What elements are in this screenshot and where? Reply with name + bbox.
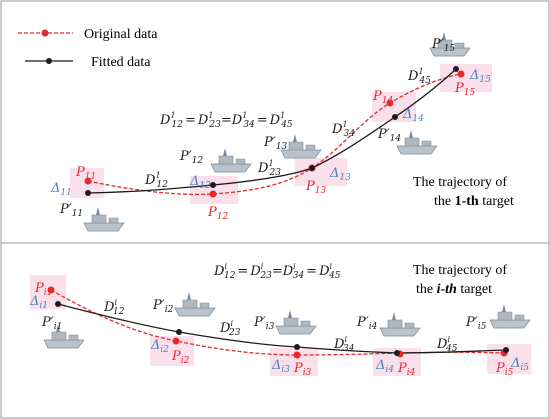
- highlight-patch: [150, 336, 194, 366]
- label-pi4-prime: P′i4: [356, 315, 378, 332]
- ship-icon: [489, 304, 531, 329]
- fitted-point-p13: [309, 165, 315, 171]
- top-highlights: [70, 64, 492, 204]
- bottom-fitted-points: [55, 301, 509, 356]
- fitted-point-p12: [210, 182, 216, 188]
- ship-icon: [379, 312, 421, 337]
- ship-icon: [174, 292, 216, 317]
- top-caption-line2: the 1-th target: [434, 194, 514, 209]
- top-fitted-curve: [87, 68, 457, 194]
- label-p13: P13: [305, 179, 326, 196]
- legend: Original data Fitted data: [18, 27, 158, 70]
- highlight-patch: [190, 176, 238, 204]
- label-pi2: Pi2: [171, 349, 190, 366]
- ship-icon: [83, 207, 125, 232]
- label-delta-i3: Δi3: [271, 358, 290, 375]
- label-p12-prime: P′12: [179, 149, 203, 166]
- label-delta-i5: Δi5: [510, 356, 529, 373]
- legend-original-label: Original data: [84, 27, 158, 42]
- label-pi4: Pi4: [397, 361, 416, 378]
- fitted-point-pi3: [294, 344, 300, 350]
- highlight-patch: [487, 344, 531, 374]
- original-point-p11: [84, 177, 92, 185]
- label-p13-prime: P′13: [263, 135, 287, 152]
- fitted-point-pi2: [176, 329, 182, 335]
- top-fitted-points: [85, 66, 459, 196]
- label-delta-11: Δ11: [50, 181, 72, 198]
- original-point-pi3: [293, 351, 301, 359]
- original-point-p14: [386, 99, 394, 107]
- top-original-points: [84, 70, 465, 198]
- highlight-patch: [270, 348, 318, 376]
- label-p11: P11: [75, 165, 96, 182]
- label-p14: P14: [372, 89, 393, 106]
- label-p14-prime: P′14: [377, 127, 401, 144]
- label-p11-prime: P′11: [59, 202, 83, 219]
- ship-icon: [280, 134, 322, 159]
- top-original-curve: [87, 73, 462, 196]
- fitted-point-p11: [85, 190, 91, 196]
- bottom-caption-line2: the i-th target: [416, 282, 492, 297]
- legend-original-marker: [41, 29, 49, 37]
- label-pi1-prime: P′i1: [41, 315, 62, 332]
- label-p12: P12: [207, 205, 228, 222]
- fitted-point-p15: [453, 66, 459, 72]
- label-delta-12: Δ12: [189, 174, 211, 191]
- label-pi3-prime: P′i3: [253, 315, 275, 332]
- ship-icon: [275, 310, 317, 335]
- label-p15-prime: P′15: [431, 37, 455, 54]
- label-p15: P15: [454, 81, 475, 98]
- ship-icon: [396, 130, 438, 155]
- label-delta-i2: Δi2: [150, 338, 169, 355]
- original-point-pi2: [172, 337, 180, 345]
- label-delta-13: Δ13: [329, 166, 351, 183]
- legend-fitted-marker: [46, 58, 52, 64]
- top-caption-line1: The trajectory of: [413, 175, 507, 190]
- original-point-pi1: [47, 286, 55, 294]
- ship-icon: [210, 148, 252, 173]
- label-delta-15: Δ15: [469, 68, 491, 85]
- label-delta-i1: Δi1: [29, 294, 48, 311]
- ship-icon: [43, 324, 85, 349]
- highlight-patch: [440, 64, 492, 92]
- original-point-p15: [457, 70, 465, 78]
- fitted-point-p14: [392, 114, 398, 120]
- label-delta-i4: Δi4: [375, 358, 394, 375]
- label-pi5-prime: P′i5: [465, 315, 487, 332]
- label-pi1: Pi1: [34, 281, 52, 298]
- original-point-p12: [209, 190, 217, 198]
- fitted-point-pi5: [503, 347, 509, 353]
- bottom-highlights: [30, 275, 531, 376]
- ship-icon: [429, 32, 471, 57]
- bottom-caption-line1: The trajectory of: [413, 263, 507, 278]
- label-pi2-prime: P′i2: [152, 298, 174, 315]
- label-delta-14: Δ14: [402, 107, 424, 124]
- fitted-point-pi4: [394, 350, 400, 356]
- fitted-point-pi1: [55, 301, 61, 307]
- highlight-patch: [295, 158, 347, 186]
- label-pi3: Pi3: [293, 361, 312, 378]
- label-pi5: Pi5: [495, 361, 514, 378]
- bottom-panel: Pi1 Pi2 Pi3 Pi4 Pi5 P′i1 P′i2 P′i3 P′i4 …: [29, 262, 531, 378]
- legend-fitted-label: Fitted data: [91, 55, 151, 70]
- top-panel: P11 P12 P13 P14 P15 P′11 P′12 P′13 P′14 …: [50, 32, 514, 232]
